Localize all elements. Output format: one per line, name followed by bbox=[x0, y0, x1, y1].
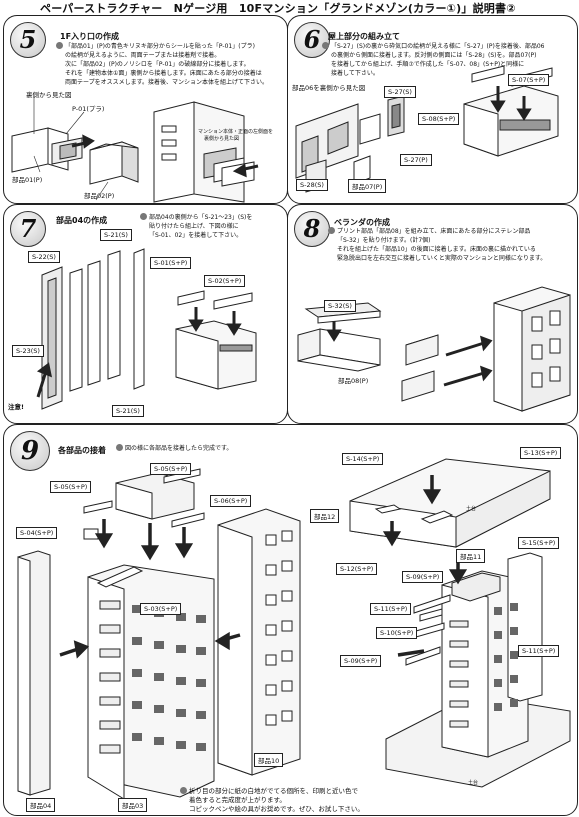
step-5-panel: 5 1F入り口の作成 「部品01」(P)の青色キリヌキ部分からシールを貼った「P… bbox=[3, 15, 288, 204]
s27p-label: S-27(P) bbox=[400, 154, 432, 166]
part08-label: 部品08(P) bbox=[338, 377, 369, 385]
step-description: プリント部品「部品08」を組み立て、床面にあたる部分にステレン部品 「S-32」… bbox=[328, 227, 546, 263]
s12-label: S-12(S+P) bbox=[336, 563, 378, 575]
s21-bottom-label: S-21(S) bbox=[112, 405, 144, 417]
step-8-illustration bbox=[297, 286, 571, 412]
step-7-illustration bbox=[36, 248, 257, 410]
back-view-label: 裏側から見た図 bbox=[26, 91, 72, 99]
s32-label: S-32(S) bbox=[324, 300, 356, 312]
part03-label: 部品03 bbox=[118, 798, 148, 812]
part04-label: 部品04 bbox=[26, 798, 56, 812]
step-heading: ベランダの作成 bbox=[334, 218, 390, 227]
step-number-badge: 8 bbox=[294, 211, 330, 247]
s23-label: S-23(S) bbox=[12, 345, 44, 357]
s22-label: S-22(S) bbox=[28, 251, 60, 263]
bullet-icon bbox=[116, 444, 123, 451]
step-8-panel: 8 ベランダの作成 プリント部品「部品08」を組み立て、床面にあたる部分にステレ… bbox=[287, 204, 578, 424]
s08-label: S-08(S+P) bbox=[418, 113, 460, 125]
coloring-tip-note: 折り目の部分に紙の白地がでてる個所を、印刷と近い色で 着色すると完成度が上がりま… bbox=[180, 787, 364, 814]
step-6-panel: 6 屋上部分の組み立て 「S-27」(S)の裏から砕気口の絵柄が見える様に「S-… bbox=[287, 15, 578, 204]
step-heading: 各部品の接着 bbox=[58, 446, 106, 455]
s07-label: S-07(S+P) bbox=[508, 74, 550, 86]
s11-a-label: S-11(S+P) bbox=[370, 603, 412, 615]
s09-top-label: S-09(S+P) bbox=[402, 571, 444, 583]
bullet-icon bbox=[328, 227, 335, 234]
body-view-label-2: 裏側から見た図 bbox=[204, 136, 240, 142]
s21-top-label: S-21(S) bbox=[100, 229, 132, 241]
s06-label: S-06(S+P) bbox=[210, 495, 252, 507]
base-label-2: 土台 bbox=[468, 780, 479, 786]
part10-label: 部品10 bbox=[254, 753, 284, 767]
p01-label: P-01(プラ) bbox=[72, 105, 105, 113]
step-heading: 部品04の作成 bbox=[56, 216, 108, 225]
step-6-illustration bbox=[295, 65, 559, 193]
s27s-label: S-27(S) bbox=[384, 86, 416, 98]
s03-label: S-03(S+P) bbox=[140, 603, 182, 615]
s05-a-label: S-05(S+P) bbox=[50, 481, 92, 493]
step-number-badge: 6 bbox=[294, 22, 330, 58]
bullet-icon bbox=[180, 787, 187, 794]
page-title: ペーパーストラクチャー Nゲージ用 10Fマンション「グランドメゾン(カラー①)… bbox=[40, 2, 516, 15]
s14-label: S-14(S+P) bbox=[342, 453, 384, 465]
caution-label: 注意! bbox=[8, 403, 24, 411]
step-7-panel: 7 部品04の作成 部品04の裏側から「S-21～23」(S)を 貼り付けたら組… bbox=[3, 204, 288, 424]
step-heading: 1F入り口の作成 bbox=[60, 32, 120, 41]
base-label-1: 土台 bbox=[466, 506, 477, 512]
s10-label: S-10(S+P) bbox=[376, 627, 418, 639]
step-heading: 屋上部分の組み立て bbox=[328, 32, 400, 41]
s13-label: S-13(S+P) bbox=[520, 447, 562, 459]
part01-label: 部品01(P) bbox=[12, 176, 43, 184]
body-view-label: マンション本体・正面の左側面を bbox=[198, 129, 274, 135]
part11-label: 部品11 bbox=[456, 549, 486, 563]
s04-label: S-04(S+P) bbox=[16, 527, 58, 539]
s05-b-label: S-05(S+P) bbox=[150, 463, 192, 475]
s11-b-label: S-11(S+P) bbox=[518, 645, 560, 657]
step-description: 図の様に各部品を接着したら完成です。 bbox=[116, 444, 232, 453]
step-number-badge: 7 bbox=[10, 211, 46, 247]
bullet-icon bbox=[56, 42, 63, 49]
step-number-badge: 5 bbox=[10, 22, 46, 58]
step-9-panel: 9 各部品の接着 図の様に各部品を接着したら完成です。 bbox=[3, 424, 578, 816]
bullet-icon bbox=[140, 213, 147, 220]
step-5-illustration bbox=[11, 96, 259, 203]
part07-label: 部品07(P) bbox=[348, 179, 387, 193]
s15-label: S-15(S+P) bbox=[518, 537, 560, 549]
s28-label: S-28(S) bbox=[296, 179, 328, 191]
step-number-badge: 9 bbox=[10, 431, 50, 471]
s09-bottom-label: S-09(S+P) bbox=[340, 655, 382, 667]
s01-label: S-01(S+P) bbox=[150, 257, 192, 269]
bullet-icon bbox=[322, 42, 329, 49]
back-view-label: 部品06を裏側から見た図 bbox=[292, 84, 366, 92]
part02-label: 部品02(P) bbox=[84, 192, 115, 200]
part12-label: 部品12 bbox=[310, 509, 340, 523]
step-description: 部品04の裏側から「S-21～23」(S)を 貼り付けたら組上げ、下図の様に 「… bbox=[140, 213, 252, 240]
step-description: 「S-27」(S)の裏から砕気口の絵柄が見える様に「S-27」(P)を接着後、部… bbox=[322, 42, 544, 78]
step-description: 「部品01」(P)の青色キリヌキ部分からシールを貼った「P-01」(プラ) の絵… bbox=[56, 42, 268, 87]
s02-label: S-02(S+P) bbox=[204, 275, 246, 287]
